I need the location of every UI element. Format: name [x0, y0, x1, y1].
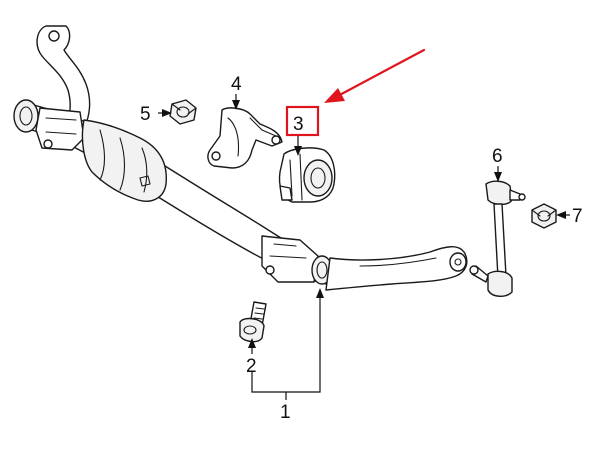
nut-right [531, 203, 557, 229]
leader-lines [158, 94, 570, 400]
bushing-bracket-body [207, 107, 283, 169]
highlight-box-callout-3 [285, 105, 320, 137]
stabilizer-bar-end-left [13, 99, 39, 133]
stabilizer-link-top-joint [485, 180, 513, 206]
stabilizer-bar-arm-hole-left [48, 30, 60, 42]
bushing-bracket [207, 107, 283, 169]
callout-5: 5 [140, 104, 151, 125]
highlight-arrow [332, 48, 426, 100]
callout-2: 2 [246, 356, 257, 377]
highlight [285, 48, 426, 137]
callout-3: 3 [293, 114, 304, 135]
callout-4: 4 [231, 74, 242, 95]
stabilizer-bar-right-bushing [261, 235, 319, 283]
bolt [239, 301, 267, 343]
stabilizer-bar-end-link-arm-right [325, 246, 468, 291]
callout-1: 1 [280, 402, 291, 423]
callout-labels: 1 2 3 4 5 6 7 [140, 74, 583, 423]
nut-left [169, 99, 197, 125]
stabilizer-bar [13, 25, 468, 291]
callout-6: 6 [492, 146, 503, 167]
stabilizer-link-bottom-joint [487, 270, 513, 297]
nut-right-body [531, 203, 557, 229]
stabilizer-link [469, 180, 526, 297]
bolt-head [239, 317, 265, 343]
stabilizer-bushing [278, 147, 336, 203]
callout-7: 7 [572, 206, 583, 227]
nut-left-body [169, 99, 197, 125]
stabilizer-bar-left-bushing [35, 107, 85, 151]
stabilizer-link-top-stud [509, 189, 521, 201]
stabilizer-link-rod [493, 203, 507, 279]
